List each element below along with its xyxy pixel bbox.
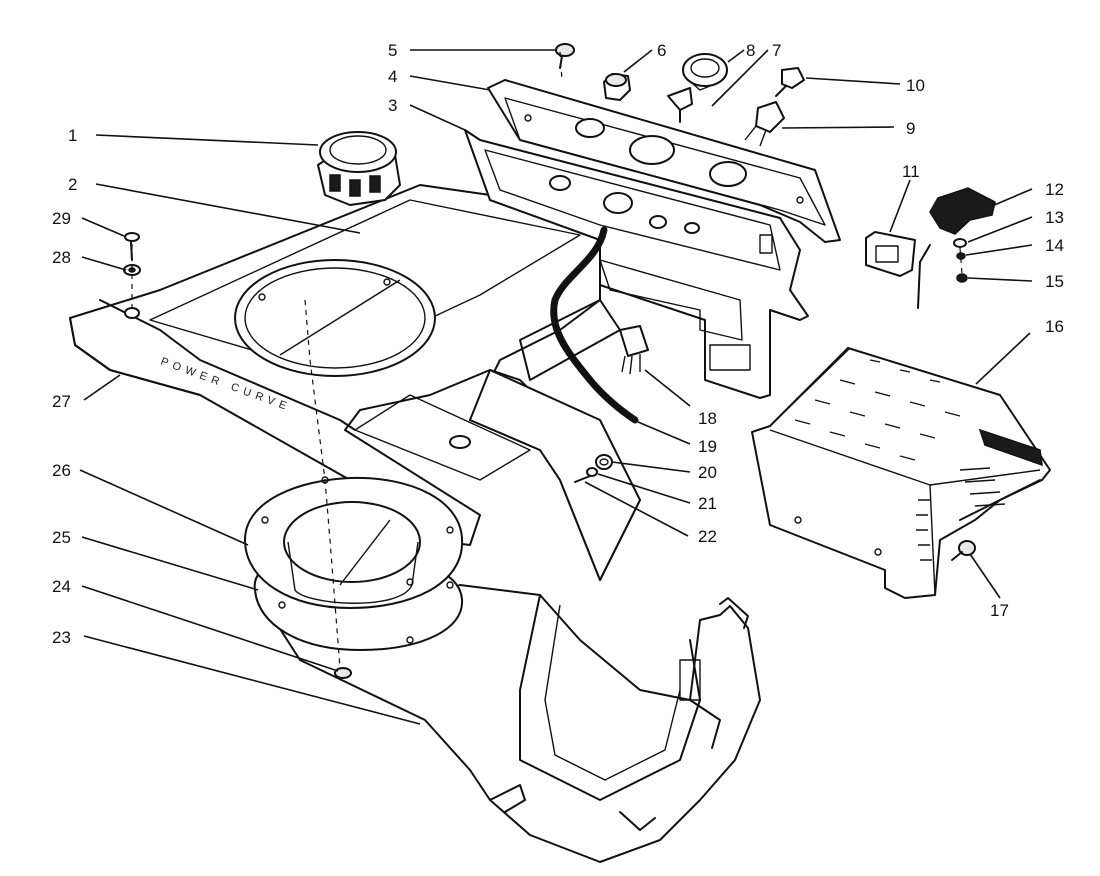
callout-4: 4 bbox=[388, 67, 397, 86]
part-4-dash-panel bbox=[487, 79, 841, 243]
callout-10: 10 bbox=[906, 76, 925, 95]
part-10-key bbox=[775, 67, 805, 97]
callout-7: 7 bbox=[772, 41, 781, 60]
part-13-washer bbox=[953, 238, 967, 248]
part-22-bolt bbox=[574, 475, 591, 483]
callout-15: 15 bbox=[1045, 272, 1064, 291]
alignment-lines bbox=[131, 51, 963, 669]
part-16-belt-cover bbox=[751, 347, 1051, 599]
part-9-ignition-switch bbox=[744, 101, 785, 147]
part-28-washer bbox=[123, 264, 141, 276]
callout-20: 20 bbox=[698, 463, 717, 482]
part-21-washer bbox=[586, 467, 598, 477]
callout-16: 16 bbox=[1045, 317, 1064, 336]
part-15-screw bbox=[956, 273, 968, 283]
callout-2: 2 bbox=[68, 175, 77, 194]
callout-27: 27 bbox=[52, 392, 71, 411]
part-1-fuel-cap bbox=[317, 131, 401, 206]
part-24-nut bbox=[334, 667, 352, 679]
callout-25: 25 bbox=[52, 528, 71, 547]
part-7-switch bbox=[667, 87, 693, 123]
part-17-bolt bbox=[951, 540, 976, 561]
callout-9: 9 bbox=[906, 119, 915, 138]
part-3-dash-bracket bbox=[464, 129, 809, 399]
callout-18: 18 bbox=[698, 409, 717, 428]
callout-1: 1 bbox=[68, 126, 77, 145]
callout-22: 22 bbox=[698, 527, 717, 546]
callout-17: 17 bbox=[990, 601, 1009, 620]
callout-19: 19 bbox=[698, 437, 717, 456]
callout-5: 5 bbox=[388, 41, 397, 60]
part-11-outlet bbox=[865, 231, 916, 277]
part-19-fuel-line bbox=[550, 226, 639, 424]
callout-12: 12 bbox=[1045, 180, 1064, 199]
callout-29: 29 bbox=[52, 209, 71, 228]
callout-28: 28 bbox=[52, 248, 71, 267]
callout-3: 3 bbox=[388, 96, 397, 115]
callout-13: 13 bbox=[1045, 208, 1064, 227]
part-20-fitting bbox=[595, 454, 613, 470]
callout-26: 26 bbox=[52, 461, 71, 480]
leader-lines bbox=[79, 49, 1033, 725]
part-8-primer-bulb bbox=[682, 53, 728, 91]
part-5-screw bbox=[555, 43, 575, 69]
callout-23: 23 bbox=[52, 628, 71, 647]
callout-8: 8 bbox=[746, 41, 755, 60]
part-18-wire-harness bbox=[619, 325, 649, 375]
callout-labels: 1 2 3 4 5 6 7 8 9 10 11 12 13 14 15 16 1… bbox=[52, 41, 1064, 647]
callout-14: 14 bbox=[1045, 236, 1064, 255]
callout-11: 11 bbox=[902, 162, 920, 181]
part-12-cover bbox=[917, 187, 996, 309]
callout-21: 21 bbox=[698, 494, 717, 513]
part-6-knob bbox=[603, 73, 631, 101]
callout-24: 24 bbox=[52, 577, 71, 596]
callout-6: 6 bbox=[657, 41, 666, 60]
part-26-chute-ring bbox=[244, 476, 464, 609]
